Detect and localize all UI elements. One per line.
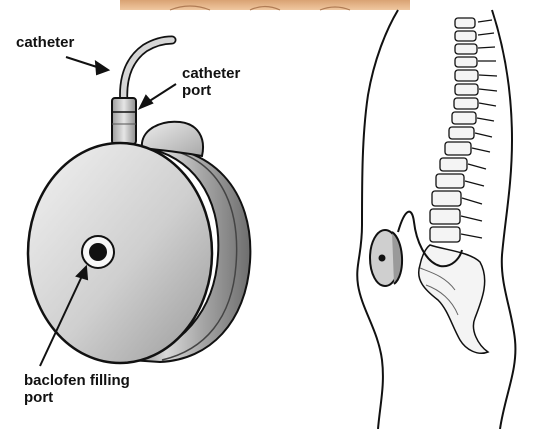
catheter-port-label-line2: port bbox=[182, 82, 240, 99]
skin-photo-strip bbox=[120, 0, 410, 10]
filling-port-label-line2: port bbox=[24, 389, 130, 406]
spine bbox=[419, 18, 497, 353]
catheter-port-label-line1: catheter bbox=[182, 65, 240, 82]
filling-port-label: baclofen filling port bbox=[24, 372, 130, 406]
catheter-label: catheter bbox=[16, 34, 74, 51]
catheter-port-label: catheter port bbox=[182, 65, 240, 99]
filling-port-label-line1: baclofen filling bbox=[24, 372, 130, 389]
